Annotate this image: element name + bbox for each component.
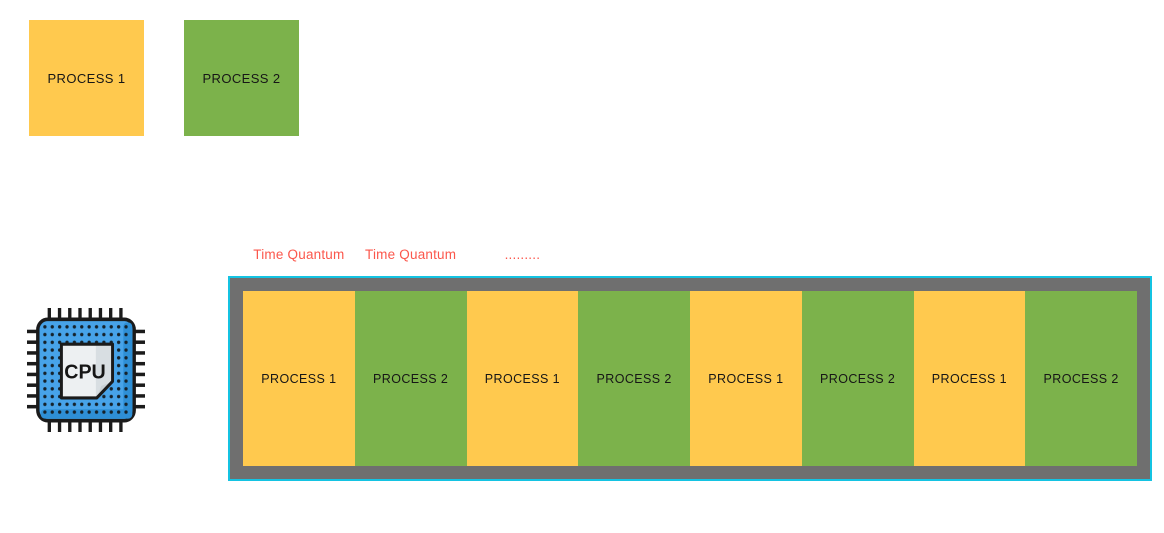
process2-legend-box: PROCESS 2 — [184, 20, 299, 136]
timeline-segment: PROCESS 1 — [690, 291, 802, 466]
process1-legend-box: PROCESS 1 — [29, 20, 144, 136]
process1-legend-label: PROCESS 1 — [47, 70, 126, 86]
timeline-segment: PROCESS 1 — [466, 291, 579, 466]
time-quantum-labels-row: Time Quantum Time Quantum......... — [243, 247, 1137, 264]
timeline-segment: PROCESS 2 — [801, 291, 914, 466]
timeline-segment: PROCESS 2 — [578, 291, 690, 466]
process2-legend-label: PROCESS 2 — [202, 70, 281, 86]
time-quantum-label: Time Quantum — [365, 247, 457, 262]
cpu-chip-icon: CPU — [27, 308, 145, 432]
timeline-segment: PROCESS 1 — [243, 291, 355, 466]
time-quantum-label: ......... — [504, 247, 541, 262]
cpu-label: CPU — [64, 361, 105, 384]
time-quantum-label: Time Quantum — [253, 247, 345, 262]
timeline-segment: PROCESS 2 — [354, 291, 467, 466]
cpu-icon: CPU — [27, 308, 145, 432]
timeline-segment: PROCESS 1 — [913, 291, 1026, 466]
timeline-segment: PROCESS 2 — [1025, 291, 1137, 466]
cpu-pins — [27, 308, 145, 432]
